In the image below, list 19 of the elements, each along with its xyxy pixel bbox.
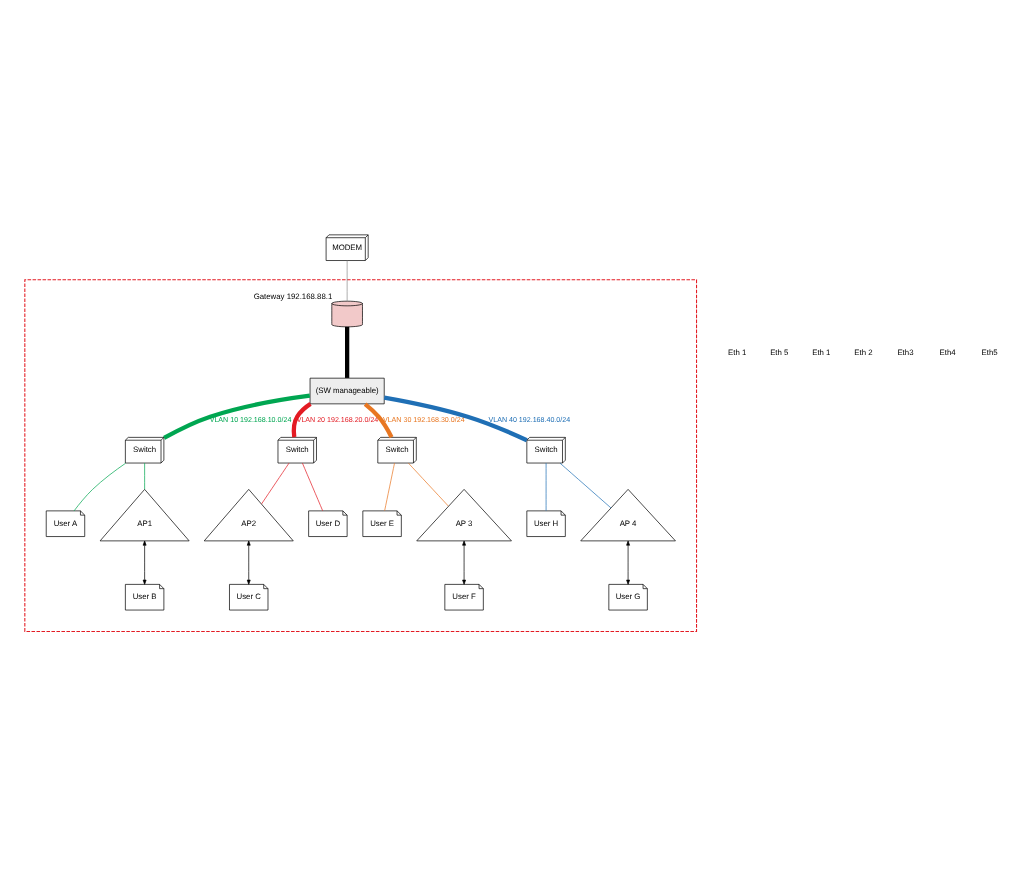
connector — [302, 461, 323, 511]
connector — [383, 394, 528, 442]
arrow — [626, 539, 630, 584]
cluster — [24, 278, 698, 631]
arrow — [142, 539, 147, 584]
connector — [408, 461, 449, 506]
connector — [545, 461, 547, 511]
connector — [345, 325, 350, 377]
connector — [346, 259, 348, 301]
connector — [73, 461, 126, 511]
connector — [384, 461, 395, 511]
connector — [363, 401, 394, 438]
connector — [163, 392, 311, 439]
connector — [144, 461, 145, 489]
arrow — [246, 539, 251, 584]
arrow — [462, 539, 466, 584]
connector — [261, 461, 290, 504]
connector — [291, 401, 312, 437]
connector — [559, 461, 612, 508]
